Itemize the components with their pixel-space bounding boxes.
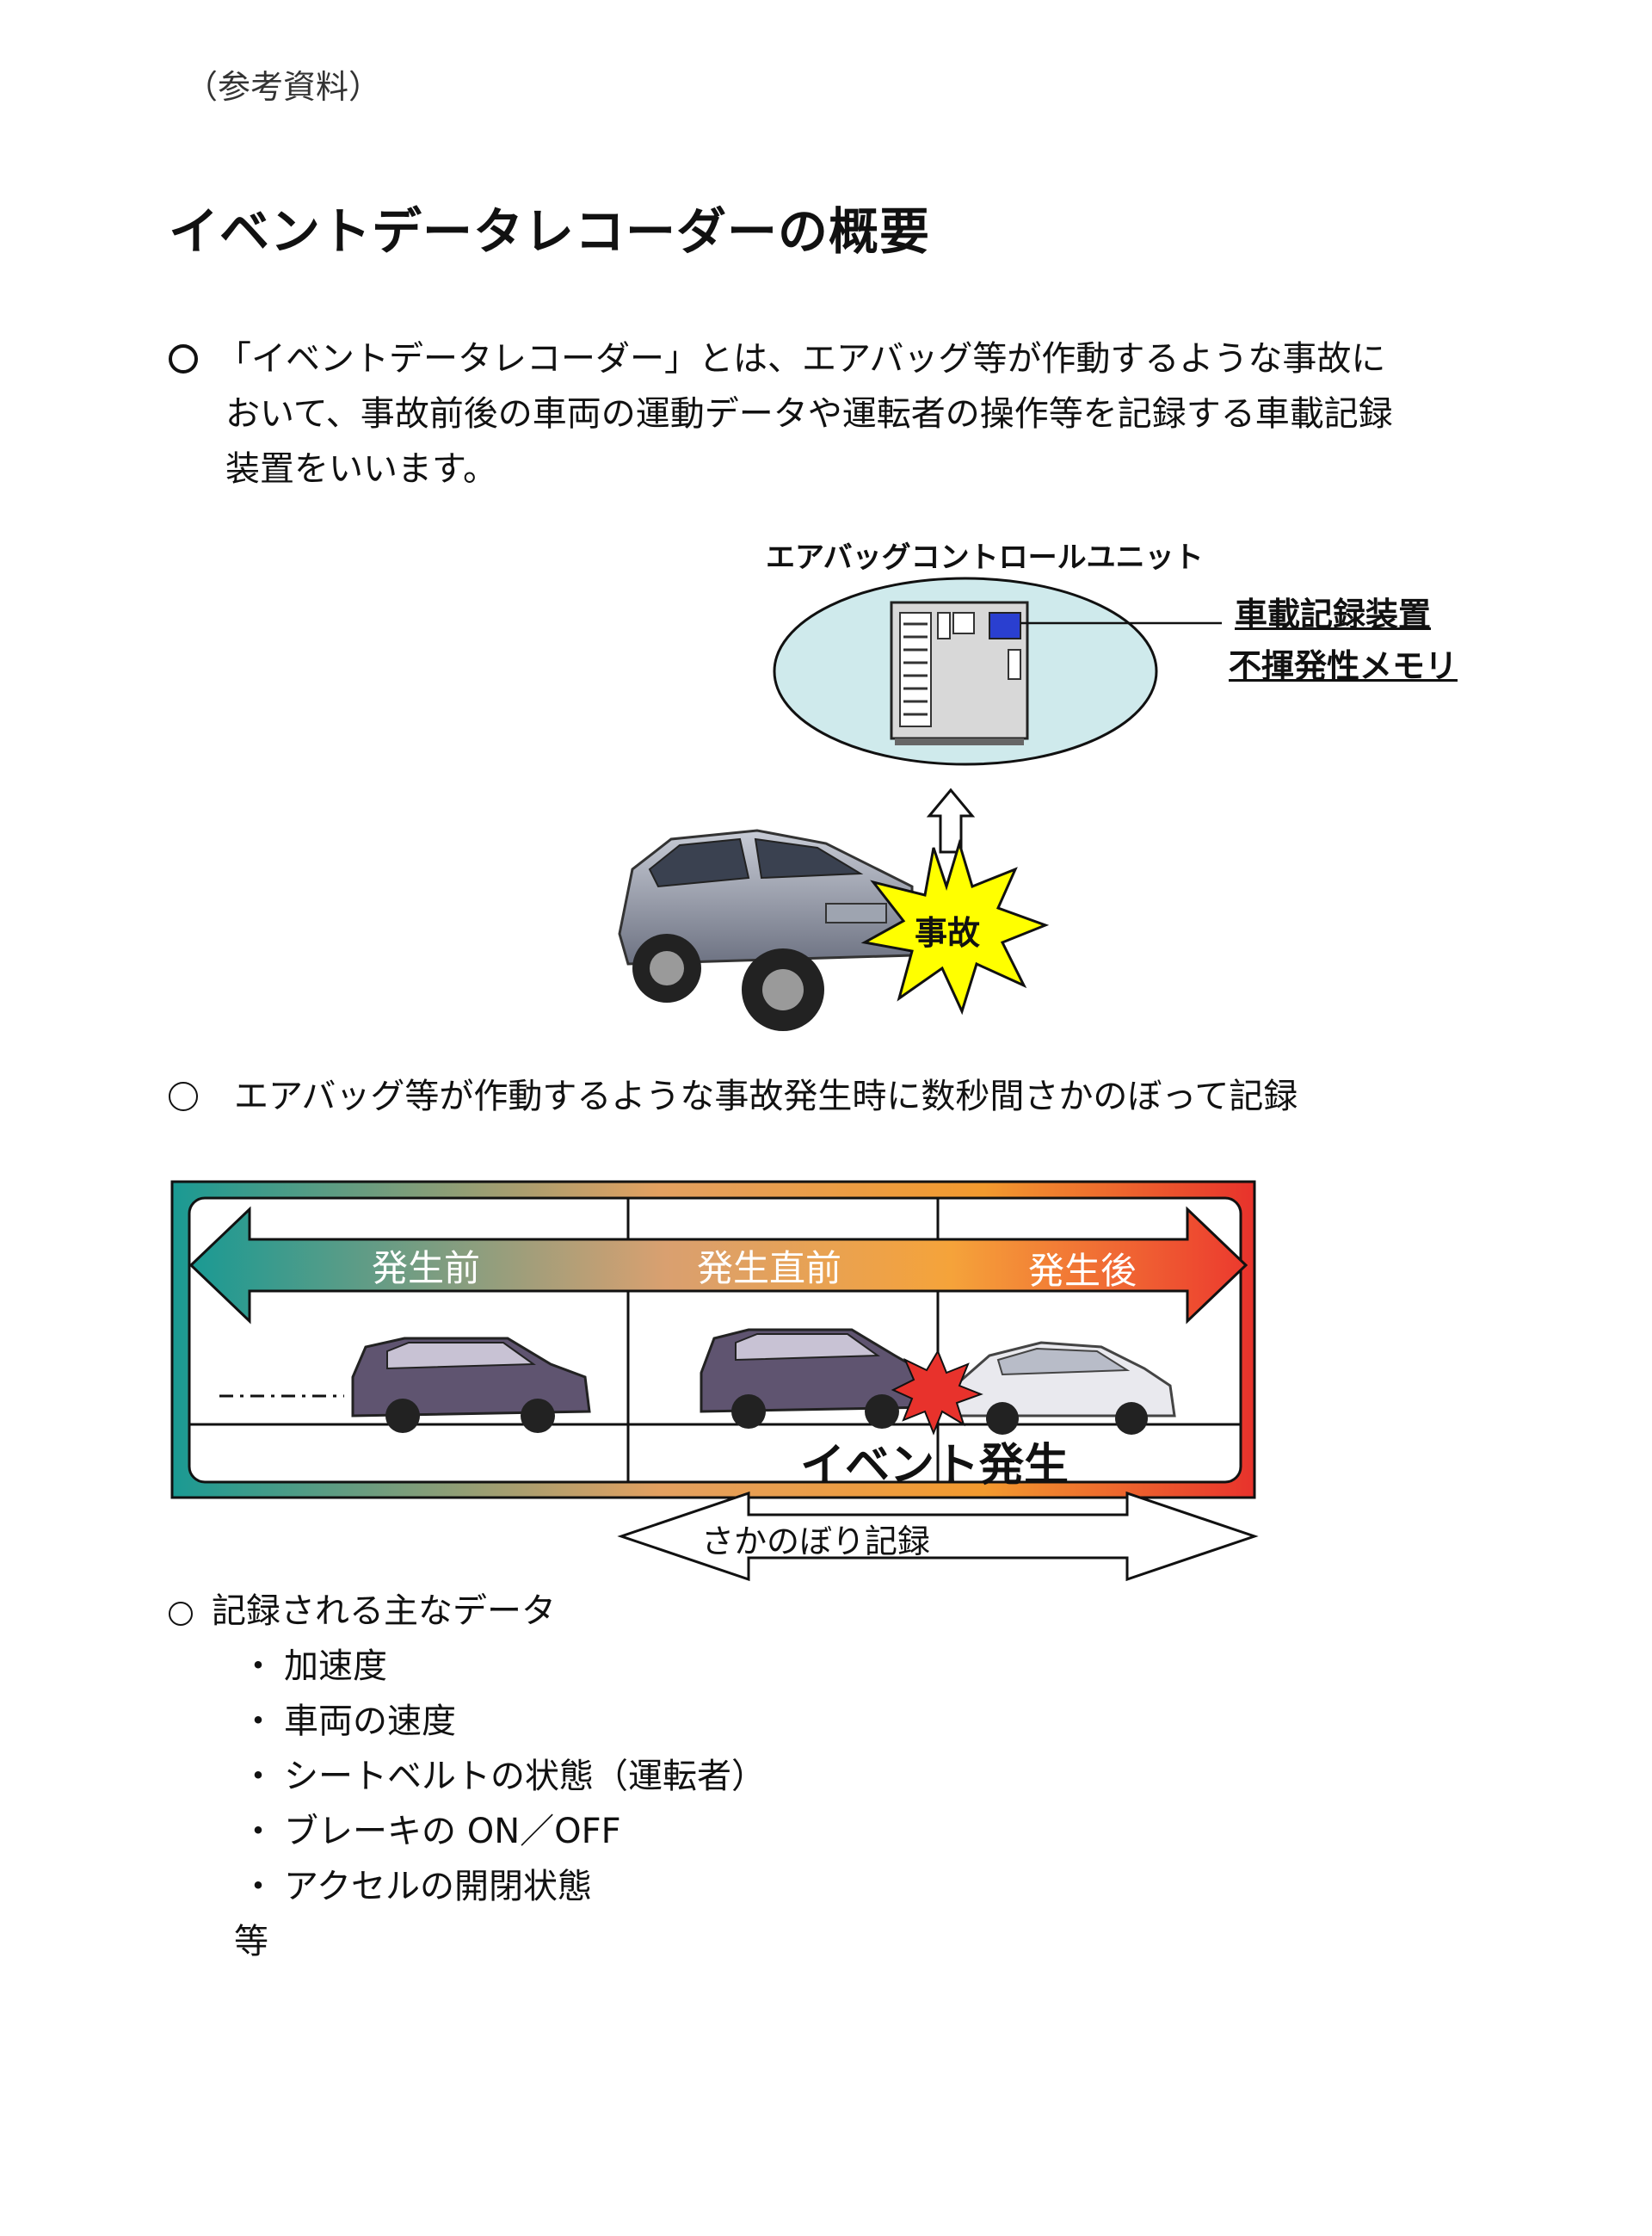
memory-chip-icon [989, 612, 1021, 639]
intro-paragraph: 「イベントデータレコーダー」とは、エアバッグ等が作動するような事故に おいて、事… [169, 331, 1494, 497]
control-unit-box-icon [890, 601, 1029, 745]
car-before-icon [351, 1337, 591, 1433]
timeline-arrow [188, 1206, 1248, 1325]
list-item: ・アクセルの開閉状態 [241, 1867, 592, 1906]
phase-before-label: 発生前 [372, 1247, 481, 1289]
list-item: ・シートベルトの状態（運転者） [241, 1757, 766, 1796]
phase-after-label: 発生後 [1028, 1250, 1137, 1292]
bullet-circle-icon [169, 344, 198, 374]
accident-burst-icon [860, 838, 1050, 1016]
list-item: ・ブレーキの ON／OFF [241, 1812, 621, 1851]
list-item: ・加速度 [241, 1646, 387, 1686]
list-etc: 等 [234, 1922, 268, 1961]
event-label: イベント発生 [800, 1440, 1069, 1492]
section2-text: エアバッグ等が作動するような事故発生時に数秒間さかのぼって記録 [169, 1069, 1298, 1124]
recorded-data-list: 記録される主なデータ ・加速度 ・車両の速度 ・シートベルトの状態（運転者） ・… [169, 1584, 766, 1969]
retro-record-label: さかのぼり記録 [701, 1523, 931, 1560]
bullet-circle-icon [169, 1082, 198, 1111]
suv-car-icon [618, 829, 914, 1031]
intro-line-3: 装置をいいます。 [225, 449, 497, 489]
list-item: ・車両の速度 [241, 1702, 456, 1741]
recorder-label-1: 車載記録装置 [1235, 596, 1432, 633]
recorder-label-2: 不揮発性メモリ [1229, 647, 1458, 685]
intro-line-1: 「イベントデータレコーダー」とは、エアバッグ等が作動するような事故に [217, 339, 1386, 379]
car-after-icon [953, 1341, 1176, 1435]
airbag-unit-label: エアバッグコントロールユニット [766, 540, 1204, 575]
accident-label: 事故 [915, 914, 981, 952]
intro-line-2: おいて、事故前後の車両の運動データや運転者の操作等を記録する車載記録 [225, 394, 1393, 434]
page-title: イベントデータレコーダーの概要 [169, 202, 931, 261]
bullet-circle-icon [169, 1602, 193, 1626]
car-just-before-icon [700, 1328, 931, 1429]
collision-burst-icon [891, 1349, 983, 1436]
section3-heading: 記録される主なデータ [169, 1584, 766, 1639]
reference-note: （参考資料） [185, 68, 382, 106]
phase-just-before-label: 発生直前 [697, 1247, 842, 1289]
retro-record-arrow [617, 1491, 1259, 1582]
up-arrow-icon [926, 788, 976, 854]
